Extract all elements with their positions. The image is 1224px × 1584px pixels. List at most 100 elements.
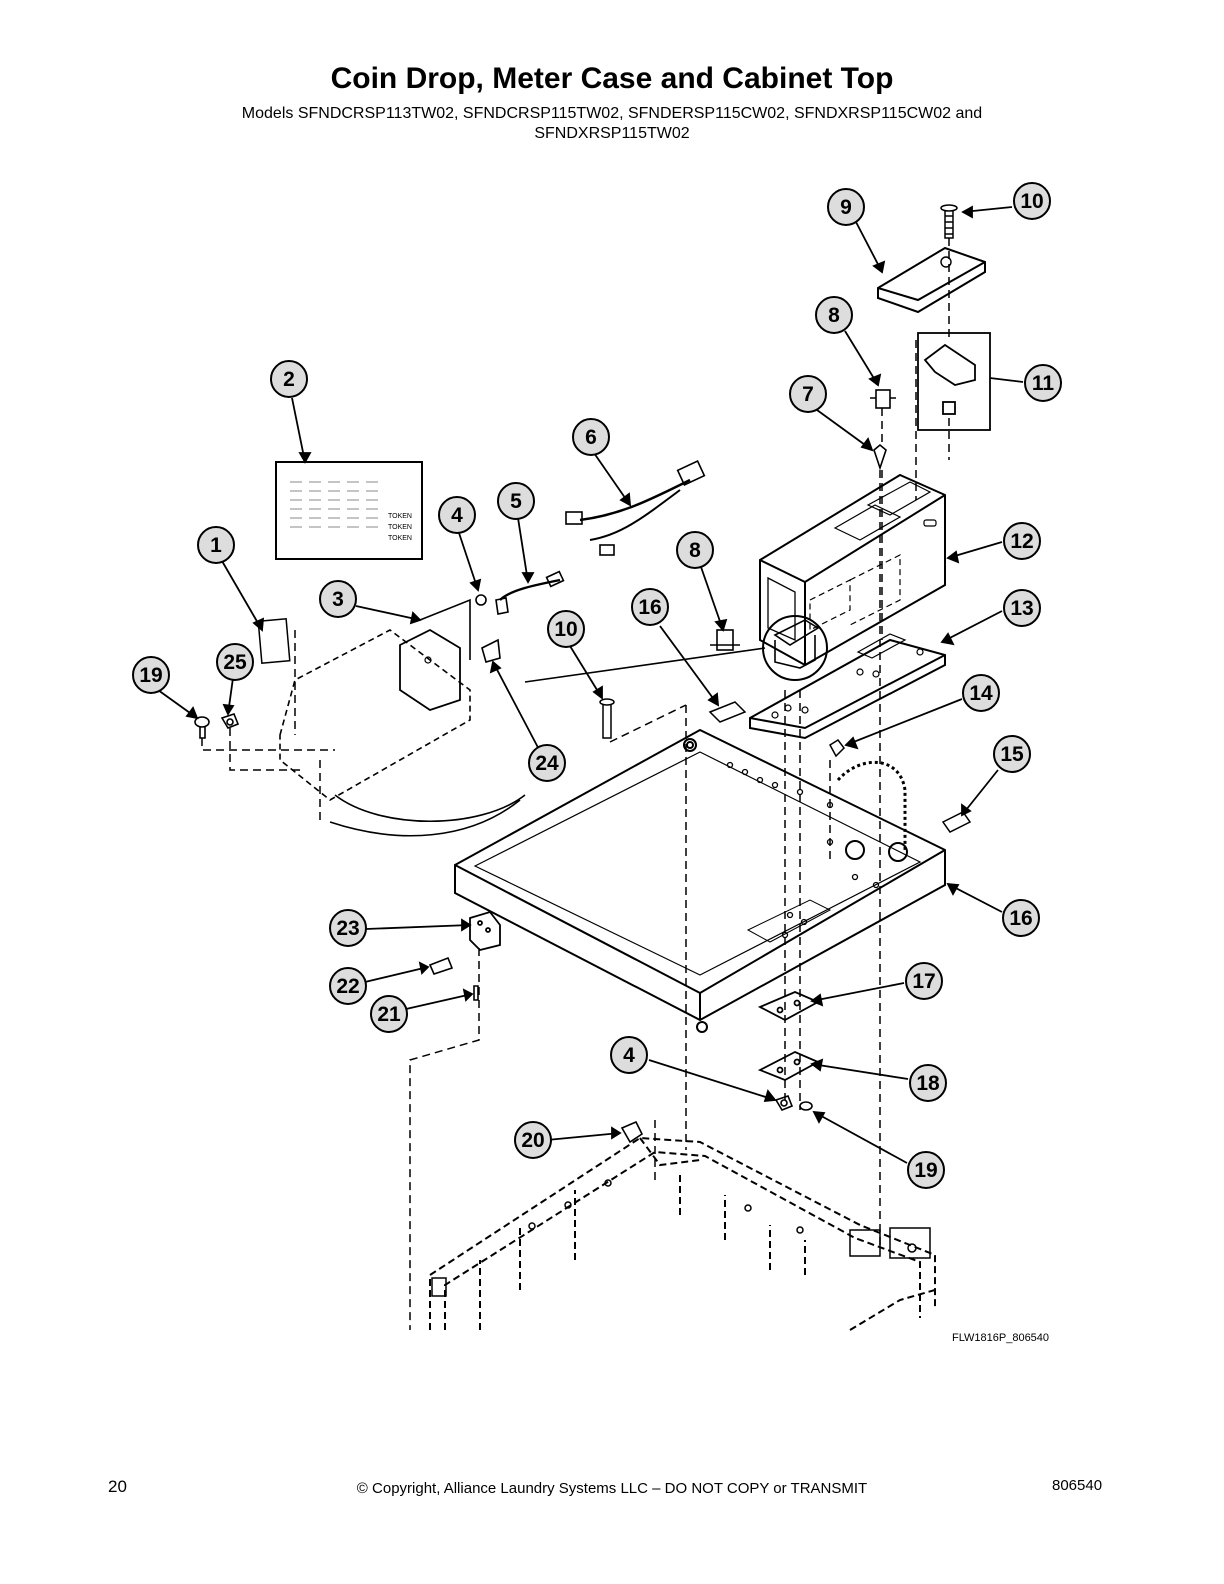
svg-text:1: 1 bbox=[210, 534, 222, 557]
switch-lower bbox=[710, 629, 740, 651]
svg-text:24: 24 bbox=[535, 752, 559, 775]
svg-text:19: 19 bbox=[139, 664, 162, 687]
leader-lines bbox=[157, 205, 1024, 1164]
callout-10-lower: 10 bbox=[547, 610, 585, 648]
svg-text:10: 10 bbox=[1020, 190, 1043, 213]
svg-text:15: 15 bbox=[1000, 743, 1024, 766]
callout-23: 23 bbox=[329, 909, 367, 947]
callout-14: 14 bbox=[962, 674, 1000, 712]
top-screw bbox=[940, 204, 958, 239]
callout-17: 17 bbox=[905, 962, 943, 1000]
svg-text:7: 7 bbox=[802, 383, 814, 406]
assembly-lines bbox=[201, 238, 950, 1330]
callout-19-left: 19 bbox=[132, 656, 170, 694]
callout-2: 2 bbox=[270, 360, 308, 398]
svg-text:21: 21 bbox=[377, 1003, 401, 1026]
decal-token-2: TOKEN bbox=[388, 524, 412, 531]
svg-text:5: 5 bbox=[510, 490, 522, 513]
screw-22 bbox=[428, 956, 454, 975]
svg-text:12: 12 bbox=[1010, 530, 1033, 553]
ground-harness bbox=[829, 738, 907, 850]
svg-text:3: 3 bbox=[332, 588, 344, 611]
screw-19-left bbox=[194, 716, 210, 739]
price-decal: TOKEN TOKEN TOKEN bbox=[275, 461, 423, 560]
cabinet-top bbox=[454, 728, 946, 1033]
copyright-notice: © Copyright, Alliance Laundry Systems LL… bbox=[356, 1480, 868, 1497]
switch-24 bbox=[481, 638, 501, 663]
detail-magnifier bbox=[524, 615, 828, 683]
callout-1: 1 bbox=[197, 526, 235, 564]
subtitle-line-2: SFNDXRSP115TW02 bbox=[534, 125, 690, 142]
screw-19-lower bbox=[799, 1101, 813, 1111]
callout-11: 11 bbox=[1024, 364, 1062, 402]
nut-4-lower bbox=[774, 1095, 794, 1111]
callout-16-right: 16 bbox=[1002, 899, 1040, 937]
callout-18: 18 bbox=[909, 1064, 947, 1102]
svg-text:17: 17 bbox=[912, 970, 935, 993]
page-title: Coin Drop, Meter Case and Cabinet Top bbox=[330, 62, 894, 95]
clip-20 bbox=[620, 1120, 644, 1144]
coin-drop-assembly bbox=[279, 598, 526, 837]
svg-text:8: 8 bbox=[689, 539, 701, 562]
meter-case bbox=[759, 473, 946, 667]
callout-13: 13 bbox=[1003, 589, 1041, 627]
cabinet-base bbox=[429, 1136, 936, 1331]
svg-text:13: 13 bbox=[1010, 597, 1033, 620]
callout-19-lower: 19 bbox=[907, 1151, 945, 1189]
svg-text:10: 10 bbox=[554, 618, 577, 641]
lock-bracket bbox=[917, 332, 991, 431]
callout-21: 21 bbox=[370, 995, 408, 1033]
harness-6 bbox=[565, 460, 706, 556]
cabinet-base-fasteners bbox=[431, 1179, 931, 1297]
nut-4-left bbox=[475, 594, 487, 606]
svg-text:2: 2 bbox=[283, 368, 295, 391]
callout-9: 9 bbox=[827, 188, 865, 226]
page-number: 20 bbox=[108, 1477, 127, 1496]
svg-text:14: 14 bbox=[969, 682, 993, 705]
callout-20: 20 bbox=[514, 1121, 552, 1159]
svg-text:4: 4 bbox=[451, 504, 463, 527]
callout-4-lower: 4 bbox=[610, 1036, 648, 1074]
svg-text:20: 20 bbox=[521, 1129, 544, 1152]
callout-24: 24 bbox=[528, 744, 566, 782]
hinge-23 bbox=[469, 910, 501, 951]
svg-text:23: 23 bbox=[336, 917, 359, 940]
svg-text:25: 25 bbox=[223, 651, 247, 674]
callout-4-upper: 4 bbox=[438, 496, 476, 534]
decal-token-3: TOKEN bbox=[388, 535, 412, 542]
svg-text:22: 22 bbox=[336, 975, 359, 998]
callout-8-lower: 8 bbox=[676, 531, 714, 569]
svg-text:11: 11 bbox=[1032, 372, 1055, 395]
meter-cover bbox=[877, 246, 986, 314]
callout-15: 15 bbox=[993, 735, 1031, 773]
nut-25 bbox=[220, 713, 240, 729]
page-subtitle: Models SFNDCRSP113TW02, SFNDCRSP115TW02,… bbox=[0, 104, 1224, 144]
harness-5 bbox=[495, 570, 565, 615]
figure-code: FLW1816P_806540 bbox=[952, 1332, 1050, 1344]
callout-5: 5 bbox=[497, 482, 535, 520]
bracket-18 bbox=[757, 1051, 821, 1081]
cable-decal bbox=[941, 811, 972, 833]
svg-text:16: 16 bbox=[638, 596, 661, 619]
callout-8-upper: 8 bbox=[815, 296, 853, 334]
svg-text:18: 18 bbox=[916, 1072, 940, 1095]
cabinet-top-holes bbox=[726, 761, 880, 939]
callout-25: 25 bbox=[216, 643, 254, 681]
svg-text:16: 16 bbox=[1009, 907, 1032, 930]
callout-10-upper: 10 bbox=[1013, 182, 1051, 220]
svg-text:4: 4 bbox=[623, 1044, 635, 1067]
coin-drop-decal bbox=[257, 618, 291, 664]
callout-12: 12 bbox=[1003, 522, 1041, 560]
callout-6: 6 bbox=[572, 418, 610, 456]
svg-text:8: 8 bbox=[828, 304, 840, 327]
document-number: 806540 bbox=[1052, 1477, 1103, 1494]
callout-22: 22 bbox=[329, 967, 367, 1005]
svg-text:6: 6 bbox=[585, 426, 597, 449]
callout-7: 7 bbox=[789, 375, 827, 413]
switch-top bbox=[870, 389, 896, 471]
lower-screw bbox=[599, 698, 615, 739]
callout-3: 3 bbox=[319, 580, 357, 618]
callout-16-left: 16 bbox=[631, 588, 669, 626]
pin-21 bbox=[473, 985, 479, 1001]
